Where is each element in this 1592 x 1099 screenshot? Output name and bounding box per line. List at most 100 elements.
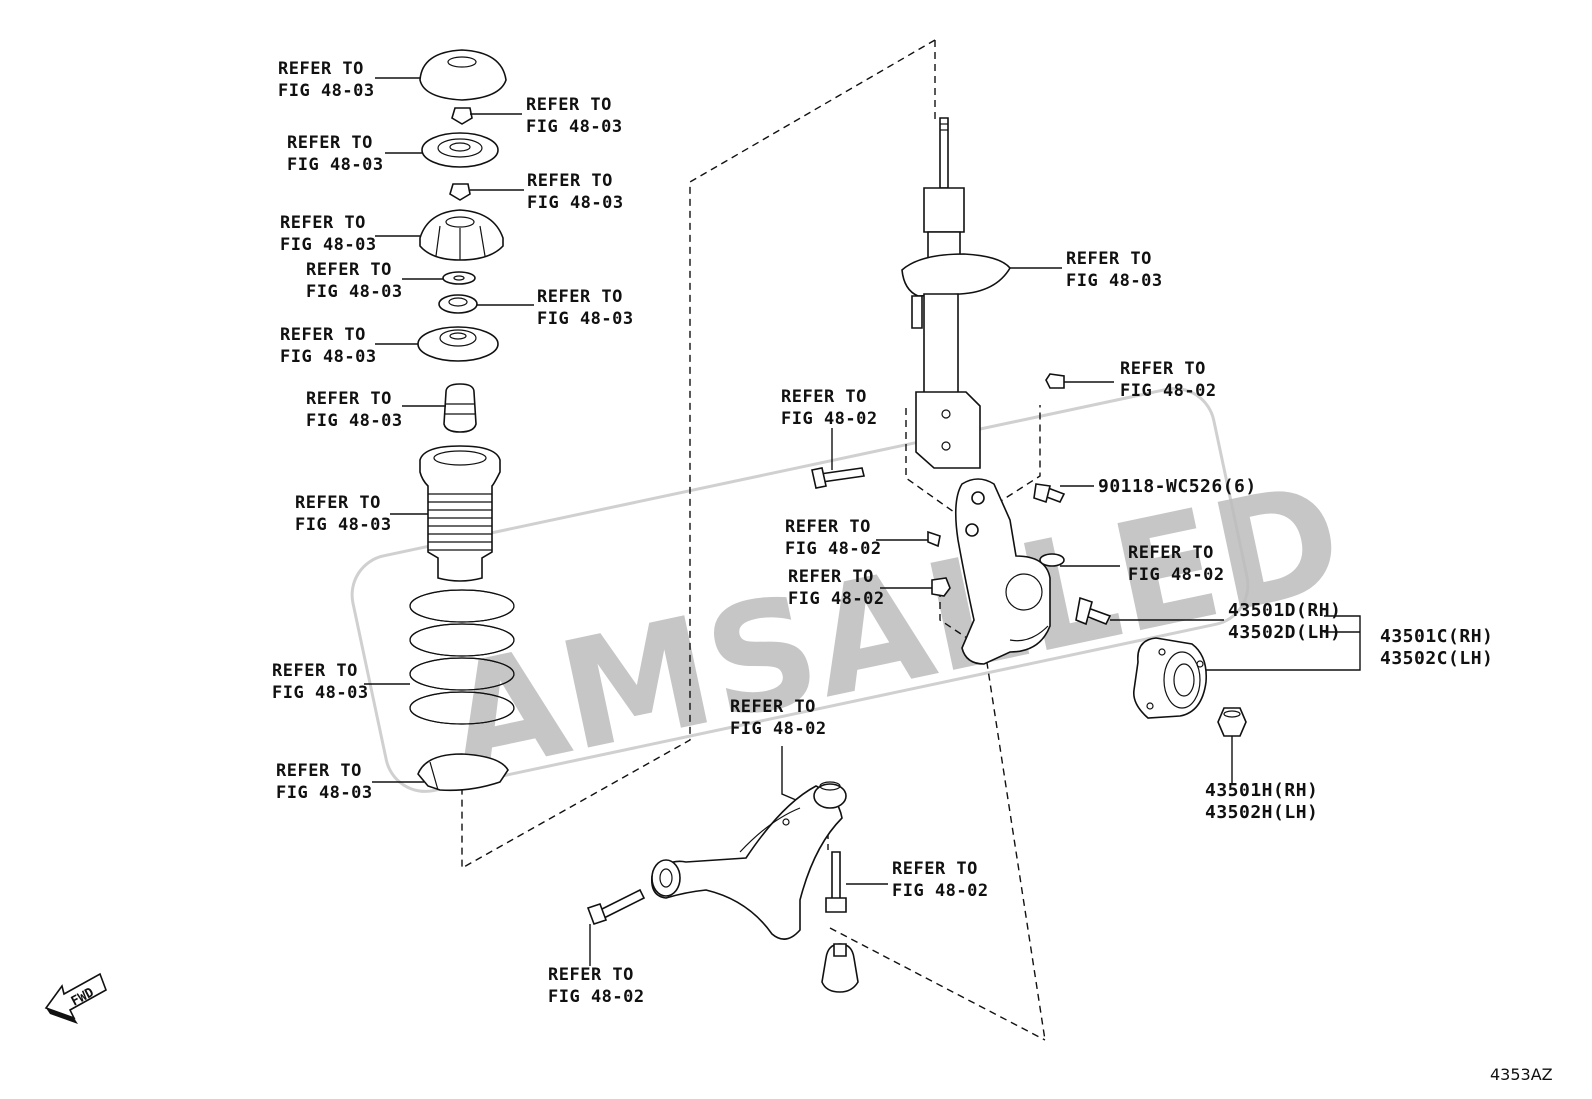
callout-line-2: FIG 48-02 (730, 719, 827, 739)
hub-nut (1217, 707, 1247, 737)
coil-spring (409, 589, 515, 725)
part-number-hub-nut-rh: 43501H(RH) (1205, 780, 1318, 801)
shock-absorber (901, 117, 1011, 469)
callout-4: REFER TO FIG 48-03 (527, 171, 624, 213)
callout-line-1: REFER TO (278, 59, 364, 79)
part-number-hub-bolt-rh: 43501D(RH) (1228, 600, 1341, 621)
callout-2: REFER TO FIG 48-03 (526, 95, 623, 137)
spring-upper-seat (417, 326, 499, 362)
callout-line-2: FIG 48-03 (280, 235, 377, 255)
part-number-hub-lh: 43502C(LH) (1380, 648, 1493, 669)
callout-5: REFER TO FIG 48-03 (280, 213, 377, 255)
callout-line-2: FIG 48-03 (276, 783, 373, 803)
callout-line-2: FIG 48-02 (1120, 381, 1217, 401)
callout-line-2: FIG 48-03 (306, 282, 403, 302)
strut-mount (419, 209, 504, 261)
callout-13: REFER TO FIG 48-03 (1066, 249, 1163, 291)
callout-line-1: REFER TO (785, 517, 871, 537)
lower-control-arm (650, 781, 859, 993)
knuckle-bolt (1033, 483, 1066, 504)
arm-front-bolt (586, 888, 646, 926)
arm-rear-bolt (825, 851, 847, 913)
callout-11: REFER TO FIG 48-03 (272, 661, 369, 703)
callout-19: REFER TO FIG 48-02 (730, 697, 827, 739)
callout-line-2: FIG 48-03 (280, 347, 377, 367)
callout-line-2: FIG 48-02 (548, 987, 645, 1007)
callout-line-1: REFER TO (548, 965, 634, 985)
callout-21: REFER TO FIG 48-02 (548, 965, 645, 1007)
callout-15: REFER TO FIG 48-02 (781, 387, 878, 429)
figure-id: 4353AZ (1490, 1065, 1553, 1084)
callout-line-1: REFER TO (892, 859, 978, 879)
callout-line-2: FIG 48-03 (306, 411, 403, 431)
callout-line-1: REFER TO (272, 661, 358, 681)
callout-line-1: REFER TO (526, 95, 612, 115)
fwd-arrow-icon: FWD (44, 972, 107, 1024)
dust-boot (419, 445, 501, 582)
callout-12: REFER TO FIG 48-03 (276, 761, 373, 803)
strut-nut (1045, 373, 1065, 389)
callout-line-1: REFER TO (306, 389, 392, 409)
callout-14: REFER TO FIG 48-02 (1120, 359, 1217, 401)
knuckle-nut (931, 577, 951, 597)
callout-20: REFER TO FIG 48-02 (892, 859, 989, 901)
lower-nut (449, 183, 471, 201)
part-number-bolt: 90118-WC526(6) (1098, 476, 1257, 497)
callout-1: REFER TO FIG 48-03 (278, 59, 375, 101)
callout-line-1: REFER TO (781, 387, 867, 407)
steering-knuckle (954, 478, 1065, 665)
callout-17: REFER TO FIG 48-02 (788, 567, 885, 609)
callout-line-1: REFER TO (276, 761, 362, 781)
hub-bearing-assembly (1132, 637, 1208, 719)
callout-8: REFER TO FIG 48-03 (280, 325, 377, 367)
upper-nut (451, 107, 473, 125)
callout-line-1: REFER TO (1066, 249, 1152, 269)
part-number-hub-bolt-lh: 43502D(LH) (1228, 622, 1341, 643)
callout-line-1: REFER TO (537, 287, 623, 307)
callout-10: REFER TO FIG 48-03 (295, 493, 392, 535)
callout-line-1: REFER TO (788, 567, 874, 587)
callout-16: REFER TO FIG 48-02 (785, 517, 882, 559)
callout-line-2: FIG 48-03 (1066, 271, 1163, 291)
callout-line-2: FIG 48-03 (527, 193, 624, 213)
callout-line-2: FIG 48-02 (1128, 565, 1225, 585)
leader-lines (364, 77, 1361, 966)
callout-line-2: FIG 48-03 (295, 515, 392, 535)
callout-line-1: REFER TO (527, 171, 613, 191)
callout-line-2: FIG 48-03 (278, 81, 375, 101)
callout-7: REFER TO FIG 48-03 (537, 287, 634, 329)
callout-line-2: FIG 48-02 (785, 539, 882, 559)
callout-line-2: FIG 48-02 (781, 409, 878, 429)
part-number-hub-nut-lh: 43502H(LH) (1205, 802, 1318, 823)
callout-9: REFER TO FIG 48-03 (306, 389, 403, 431)
callout-line-2: FIG 48-02 (788, 589, 885, 609)
callout-3: REFER TO FIG 48-03 (287, 133, 384, 175)
callout-line-1: REFER TO (280, 213, 366, 233)
upper-mount-cap (419, 49, 507, 101)
spring-lower-insulator (417, 753, 509, 792)
watermark-text: AMSALLED (432, 451, 1356, 810)
hub-bolt (1075, 596, 1112, 626)
callout-line-2: FIG 48-03 (272, 683, 369, 703)
callout-line-2: FIG 48-03 (526, 117, 623, 137)
callout-line-2: FIG 48-02 (892, 881, 989, 901)
part-number-hub-rh: 43501C(RH) (1380, 626, 1493, 647)
callout-line-1: REFER TO (1120, 359, 1206, 379)
upper-support-plate (421, 132, 499, 168)
callout-line-2: FIG 48-03 (287, 155, 384, 175)
clip (927, 530, 941, 548)
callout-line-1: REFER TO (730, 697, 816, 717)
callout-6: REFER TO FIG 48-03 (306, 260, 403, 302)
callout-line-2: FIG 48-03 (537, 309, 634, 329)
strut-bolt (811, 467, 865, 489)
bump-stopper (443, 383, 477, 433)
callout-line-1: REFER TO (280, 325, 366, 345)
callout-line-1: REFER TO (295, 493, 381, 513)
callout-18: REFER TO FIG 48-02 (1128, 543, 1225, 585)
callout-line-1: REFER TO (287, 133, 373, 153)
bearing (438, 294, 478, 314)
callout-line-1: REFER TO (306, 260, 392, 280)
callout-line-1: REFER TO (1128, 543, 1214, 563)
washer (442, 271, 476, 285)
